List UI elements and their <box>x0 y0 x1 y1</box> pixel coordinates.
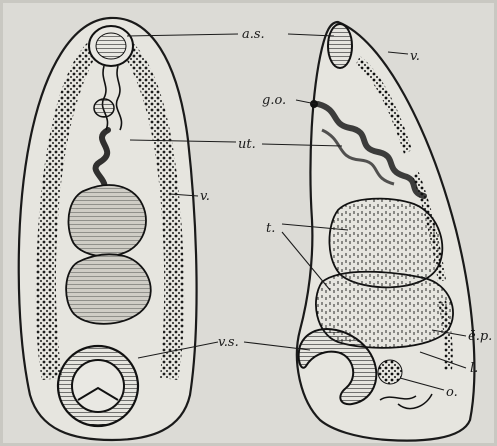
right-ovary <box>378 360 402 384</box>
label-go: g.o. <box>262 93 286 108</box>
right-oral-sucker <box>328 24 352 68</box>
label-as: a.s. <box>242 27 265 42</box>
label-ut: ut. <box>238 137 256 152</box>
label-t: t. <box>266 221 275 236</box>
label-vs: v.s. <box>218 335 239 350</box>
label-l: l. <box>470 361 478 376</box>
label-v-left: v. <box>200 189 210 204</box>
label-ep: ē.p. <box>468 329 492 344</box>
label-v-right: v. <box>410 49 420 64</box>
label-o: o. <box>446 385 458 400</box>
